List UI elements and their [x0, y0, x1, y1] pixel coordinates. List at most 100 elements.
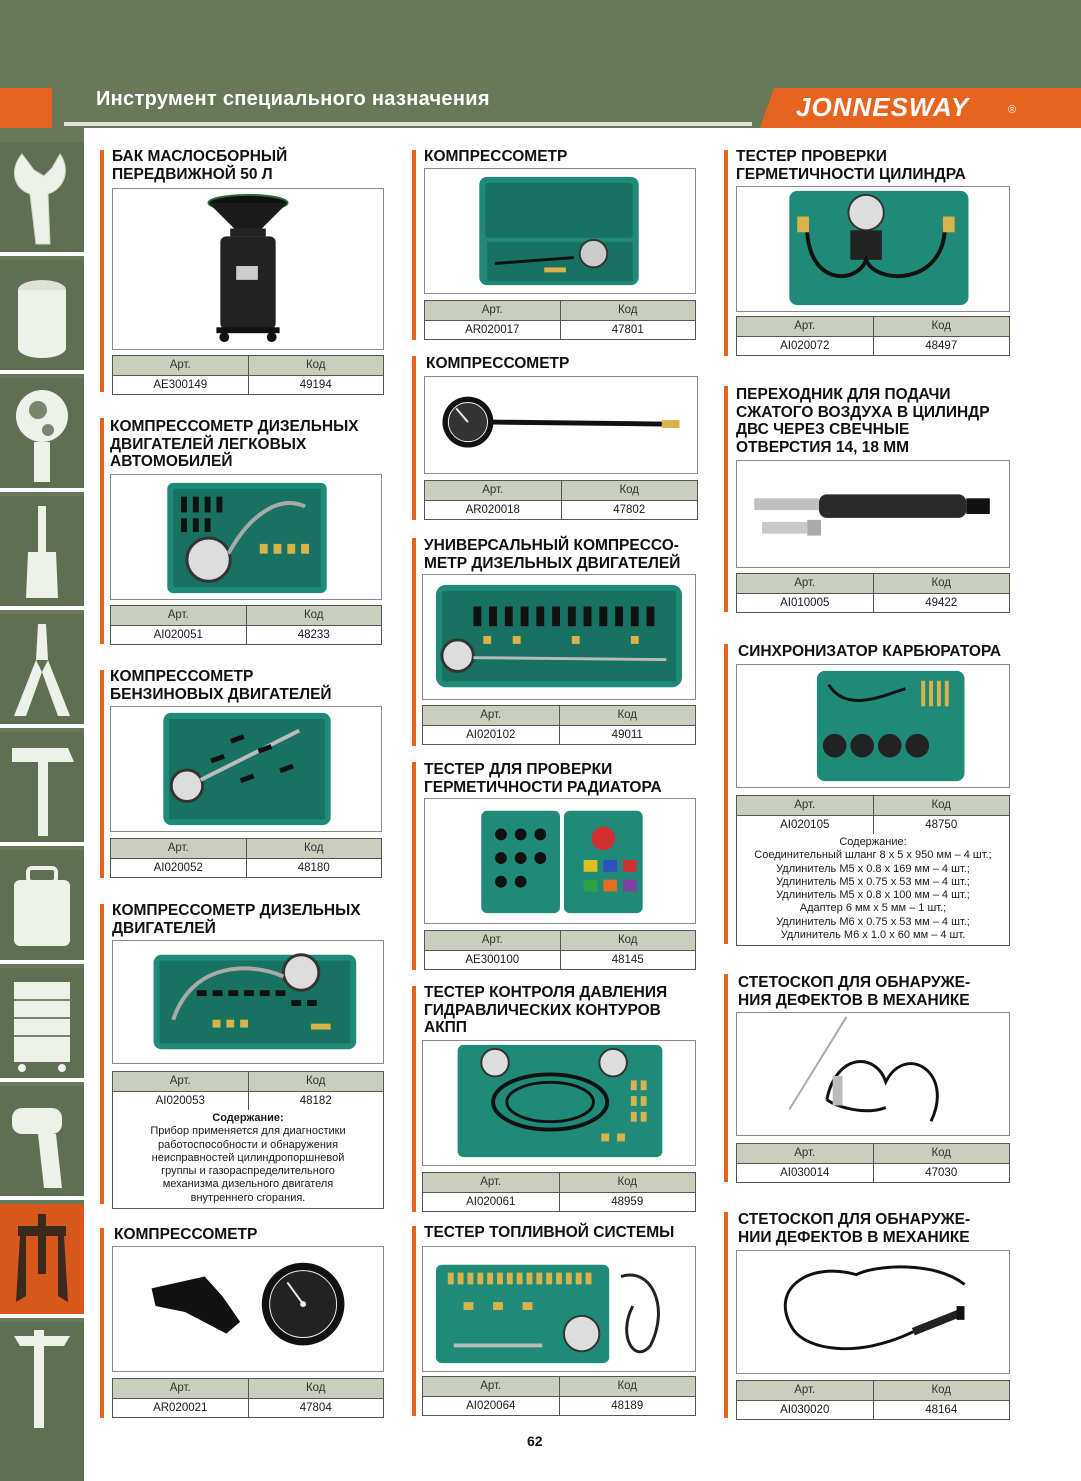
puller-icon [16, 1214, 68, 1302]
product-title: СИНХРОНИЗАТОР КАРБЮРАТОРА [738, 643, 1002, 660]
art-value: AI020105 [737, 816, 874, 834]
art-header: Арт. [113, 356, 249, 375]
code-value: 48180 [297, 862, 330, 874]
product-title: ТЕСТЕР КОНТРОЛЯ ДАВЛЕНИЯ ГИДРАВЛИЧЕСКИХ … [424, 984, 668, 1036]
art-header: Арт. [425, 301, 561, 320]
code-header: Код [305, 1075, 326, 1087]
art-value: AI020061 [423, 1193, 560, 1211]
section-marker [724, 974, 728, 1182]
product-title: КОМПРЕССОМЕТР БЕНЗИНОВЫХ ДВИГАТЕЛЕЙ [110, 668, 332, 703]
section-marker [412, 1226, 416, 1416]
header-accent [0, 88, 52, 128]
section-marker [100, 150, 104, 392]
code-header: Код [931, 1147, 952, 1159]
code-header: Код [617, 709, 638, 721]
section-marker [412, 762, 416, 970]
code-value: 48182 [299, 1095, 332, 1107]
section-marker [412, 356, 416, 520]
product-image-transmission-pressure-kit [422, 1040, 696, 1166]
art-header: Арт. [113, 1379, 249, 1398]
section-marker [724, 644, 728, 944]
art-header: Арт. [737, 1144, 874, 1163]
sidebar-item-special-tools[interactable] [0, 1204, 84, 1318]
product-image-diesel-compression-kit [110, 474, 382, 600]
art-value: AI020064 [423, 1397, 560, 1415]
section-marker [724, 1212, 728, 1418]
contents-title: Содержание: [839, 836, 907, 848]
code-header: Код [617, 304, 638, 316]
product-image-universal-diesel-kit [422, 574, 696, 700]
wrench-icon [14, 153, 66, 245]
art-value: AI020051 [111, 626, 247, 644]
product-title: КОМПРЕССОМЕТР [426, 355, 570, 372]
product-title: КОМПРЕССОМЕТР ДИЗЕЛЬНЫХ ДВИГАТЕЛЕЙ [112, 902, 361, 937]
code-value: 48164 [925, 1404, 958, 1416]
ratchet-icon [16, 390, 68, 482]
product-image-petrol-compression-kit [110, 706, 382, 832]
code-value: 48959 [611, 1196, 644, 1208]
art-value: AI020052 [111, 859, 247, 877]
category-sidebar [0, 128, 84, 1481]
code-header: Код [305, 359, 326, 371]
code-header: Код [303, 842, 324, 854]
art-header: Арт. [737, 574, 874, 593]
art-header: Арт. [737, 796, 874, 815]
sidebar-item-screwdrivers[interactable] [0, 496, 84, 610]
code-value: 47801 [611, 324, 644, 336]
product-title: ТЕСТЕР ТОПЛИВНОЙ СИСТЕМЫ [424, 1224, 675, 1241]
caliper-icon [14, 1330, 70, 1428]
product-image-compression-tester-case [424, 168, 696, 294]
art-value: AR020021 [113, 1399, 249, 1417]
code-header: Код [305, 1382, 326, 1394]
art-value: AI020053 [113, 1092, 249, 1110]
art-value: AR020018 [425, 501, 562, 519]
product-image-oil-drain-tank [112, 188, 384, 350]
contents-title: Содержание: [212, 1112, 284, 1124]
tool-cabinet-icon [14, 982, 70, 1072]
product-title: ПЕРЕХОДНИК ДЛЯ ПОДАЧИ СЖАТОГО ВОЗДУХА В … [736, 386, 990, 456]
sidebar-item-pneumatic[interactable] [0, 1086, 84, 1200]
product-image-carburetor-synchronizer [736, 664, 1010, 788]
art-value: AE300149 [113, 376, 249, 394]
sidebar-item-bags[interactable] [0, 850, 84, 964]
brand-logo: JONNESWAY [796, 92, 970, 122]
section-marker [412, 538, 416, 746]
product-image-compression-gauge-hose [424, 376, 698, 474]
sidebar-item-hammers[interactable] [0, 732, 84, 846]
code-header: Код [617, 1176, 638, 1188]
sidebar-item-cabinets[interactable] [0, 968, 84, 1082]
code-value: 49422 [925, 597, 958, 609]
section-marker [412, 150, 416, 340]
sidebar-item-measuring[interactable] [0, 1322, 84, 1481]
brand-logo-background [760, 88, 1081, 128]
code-header: Код [931, 799, 952, 811]
product-title: КОМПРЕССОМЕТР ДИЗЕЛЬНЫХ ДВИГАТЕЛЕЙ ЛЕГКО… [110, 418, 359, 470]
section-marker [100, 1228, 104, 1418]
art-header: Арт. [737, 1381, 874, 1400]
sidebar-item-sockets[interactable] [0, 260, 84, 374]
art-header: Арт. [425, 481, 562, 500]
product-title: БАК МАСЛОСБОРНЫЙ ПЕРЕДВИЖНОЙ 50 Л [112, 148, 288, 183]
sidebar-item-pliers[interactable] [0, 614, 84, 728]
product-title: ТЕСТЕР ДЛЯ ПРОВЕРКИ ГЕРМЕТИЧНОСТИ РАДИАТ… [424, 761, 662, 796]
code-header: Код [931, 1384, 952, 1396]
sidebar-item-wrenches[interactable] [0, 142, 84, 256]
art-value: AE300100 [425, 951, 561, 969]
art-header: Арт. [423, 1377, 560, 1396]
section-marker [100, 418, 104, 644]
pliers-icon [14, 624, 70, 716]
art-value: AI030014 [737, 1164, 874, 1182]
product-image-air-adapter [736, 460, 1010, 568]
screwdriver-icon [26, 506, 58, 598]
code-header: Код [303, 609, 324, 621]
sidebar-item-ratchets[interactable] [0, 378, 84, 492]
